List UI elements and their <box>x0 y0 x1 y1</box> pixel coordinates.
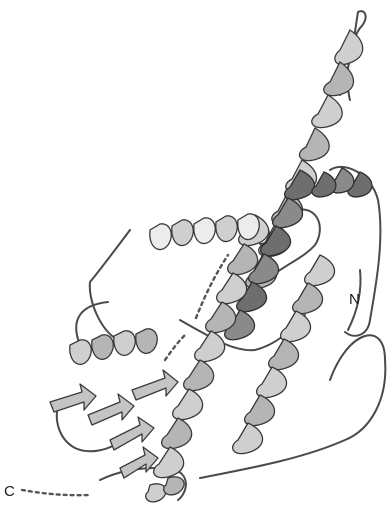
beta-strand-4 <box>120 447 158 478</box>
dashed-segment-left <box>165 335 185 360</box>
beta-strands <box>50 370 178 478</box>
beta-strand-1 <box>50 384 96 412</box>
helix-left-cluster <box>70 329 157 365</box>
c-terminus-label: C <box>4 484 15 499</box>
n-terminus-label: N <box>349 292 360 307</box>
beta-strand-5 <box>132 370 178 400</box>
helix-dark-upper-right <box>312 168 372 197</box>
helix-bottom-small <box>146 477 184 502</box>
dashed-c-terminus <box>22 490 90 495</box>
beta-strand-3 <box>110 417 154 450</box>
loop-upper-left <box>90 230 130 340</box>
beta-strand-2 <box>88 394 134 425</box>
